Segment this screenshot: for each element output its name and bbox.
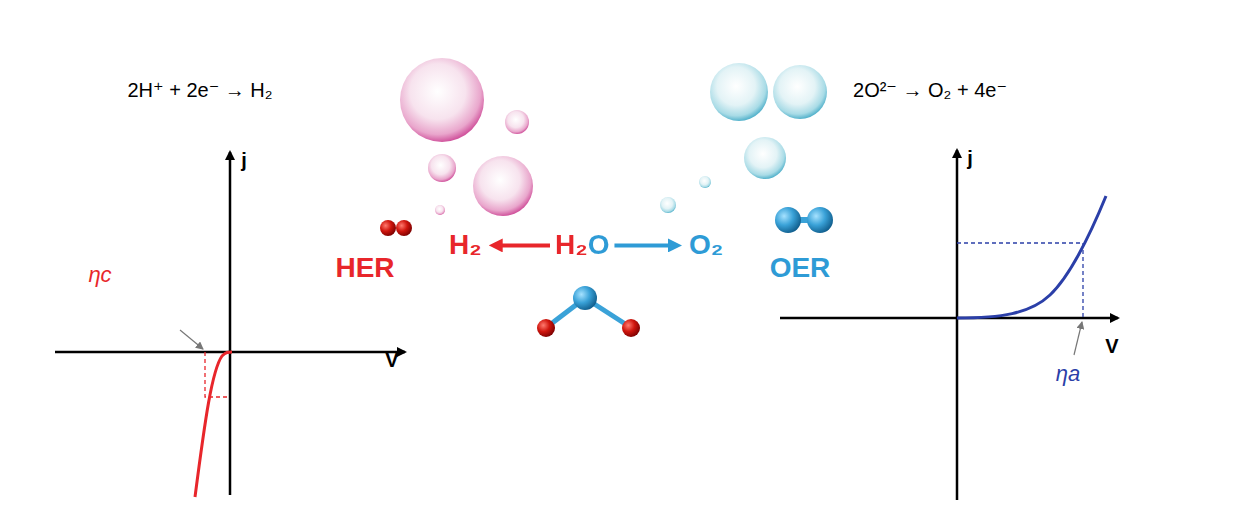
her-plot: [55, 152, 405, 497]
formula-text: H₂: [449, 229, 482, 260]
equation: 2H⁺ + 2e⁻ → H₂: [127, 79, 272, 101]
overpotential-label: ηc: [88, 263, 111, 287]
equation: 2O²⁻ → O₂ + 4e⁻: [853, 79, 1007, 101]
oxygen-bubbles: [660, 63, 827, 213]
reaction-label: OER: [770, 253, 831, 284]
water-molecule: [537, 286, 640, 337]
reaction-arrow: [614, 243, 670, 247]
axis-label: V: [1105, 335, 1118, 357]
molecule-formula: H₂: [445, 228, 486, 263]
oxygen-molecule: [775, 207, 833, 233]
molecule-formula: H₂O: [551, 228, 613, 263]
axis-label: j: [241, 149, 247, 171]
axis-label: j: [967, 147, 973, 169]
overpotential-label: ηa: [1056, 362, 1080, 386]
axis-label: V: [385, 349, 398, 371]
molecule-formula: O₂: [685, 228, 727, 263]
oer-plot: [780, 150, 1118, 500]
formula-text: O₂: [689, 229, 723, 260]
hydrogen-bubbles: [400, 58, 533, 216]
formula-text: H₂O: [555, 229, 609, 260]
hydrogen-molecule: [380, 220, 412, 236]
reaction-label: HER: [335, 253, 394, 284]
reaction-arrow: [501, 243, 550, 247]
